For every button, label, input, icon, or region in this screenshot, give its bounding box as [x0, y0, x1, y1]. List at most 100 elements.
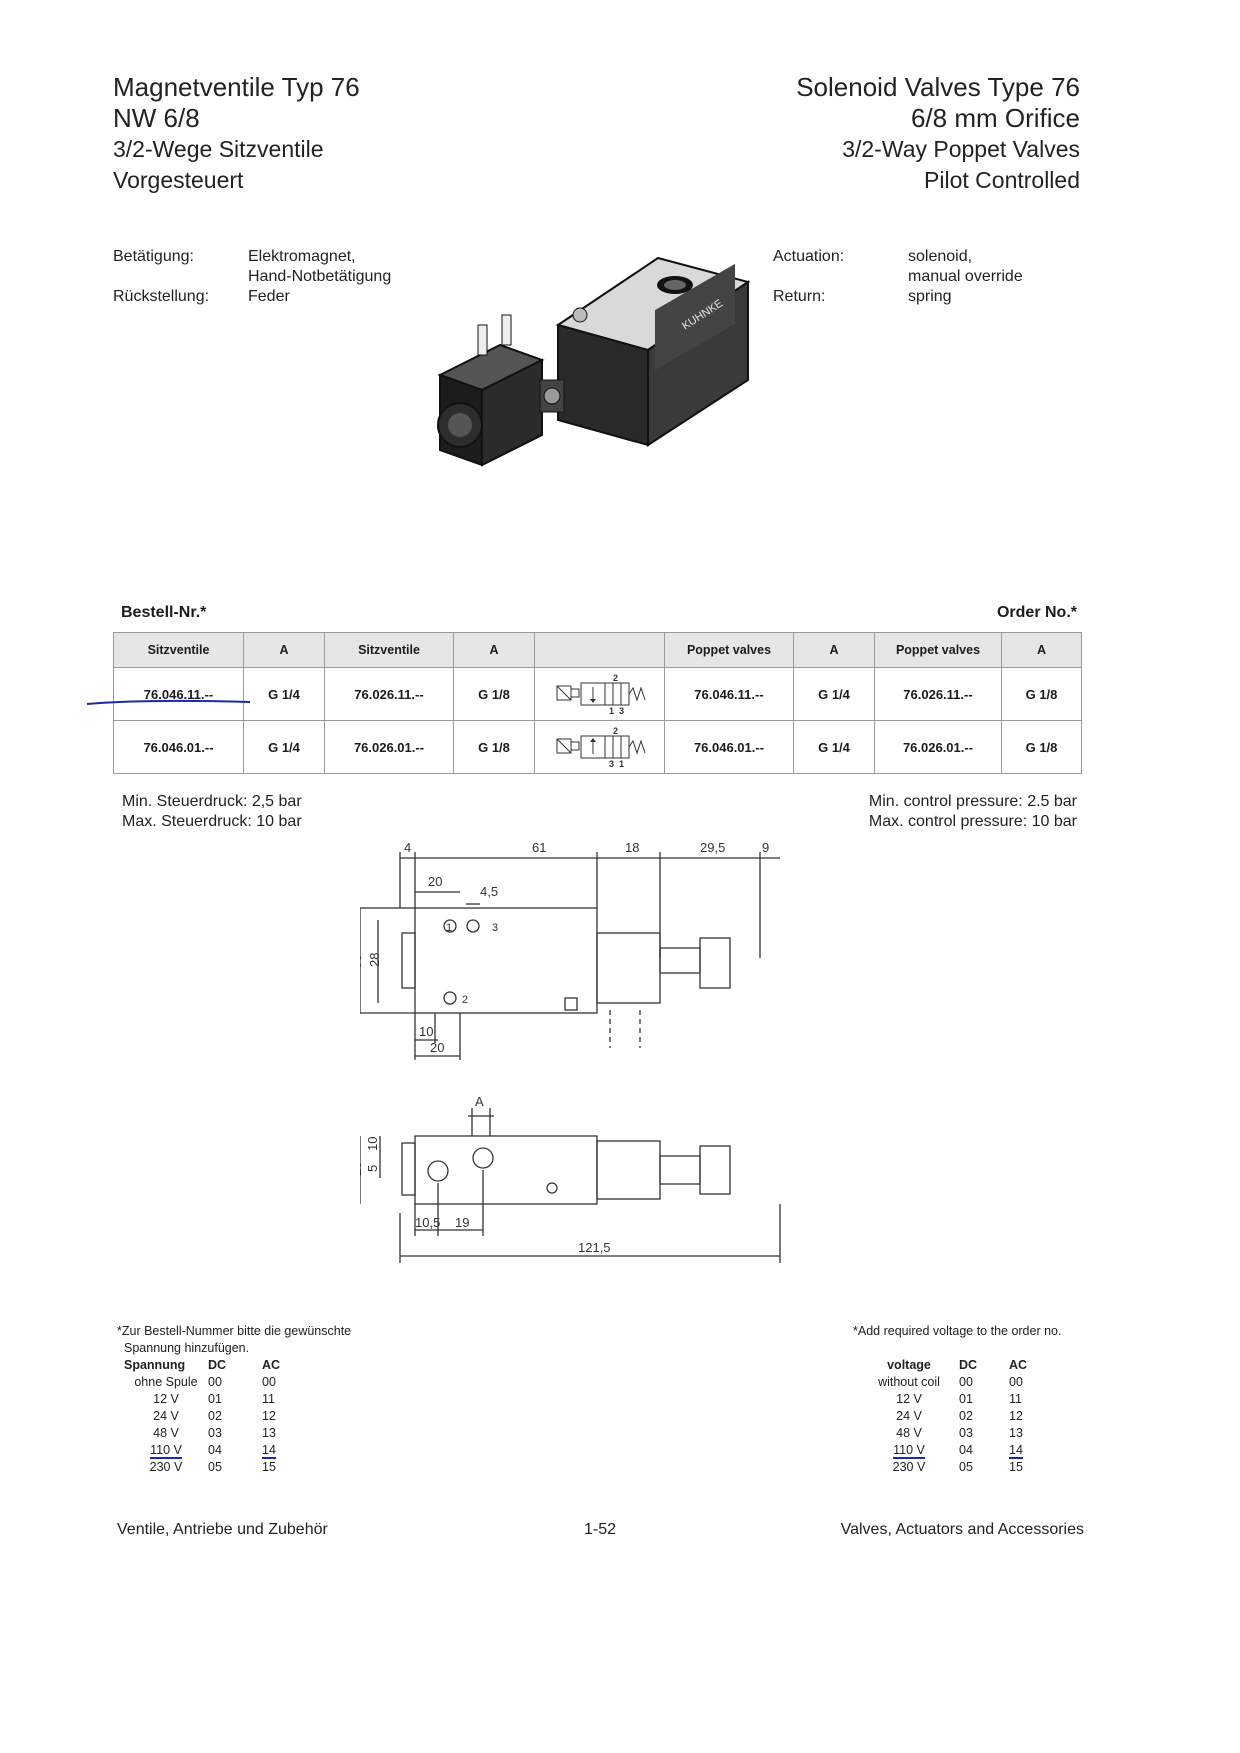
port-label: 2 [613, 673, 618, 683]
table-cell: 76.046.11.-- [113, 667, 244, 721]
dim-29-5: 29,5 [700, 840, 725, 855]
table-cell: G 1/4 [793, 667, 875, 721]
order-table-header: Sitzventile A Sitzventile A Poppet valve… [113, 632, 1082, 668]
table-cell: G 1/4 [243, 667, 325, 721]
underlined-ac-code: 14 [262, 1443, 276, 1459]
port-label: 3 [619, 706, 624, 716]
port-label: 2 [613, 726, 618, 736]
title-de-line4: Vorgesteuert [113, 167, 244, 193]
ac-header: AC [262, 1358, 281, 1372]
port-label: 1 [619, 759, 624, 769]
specs-german: Betätigung: Elektromagnet, Hand-Notbetät… [113, 247, 433, 317]
underlined-voltage: 110 V [150, 1443, 182, 1459]
valve-symbol-cell: 2 1 3 [534, 667, 665, 721]
ac-header: AC [1009, 1358, 1028, 1372]
table-cell: G 1/8 [453, 720, 535, 774]
pressure-min-de: Min. Steuerdruck: 2,5 bar [122, 793, 302, 810]
table-cell: G 1/8 [1001, 720, 1082, 774]
title-de-line2: NW 6/8 [113, 103, 200, 133]
dc-header: DC [208, 1358, 227, 1372]
port-label: 3 [609, 759, 614, 769]
dim-4-5: 4,5 [480, 884, 498, 899]
dim-61: 61 [532, 840, 546, 855]
actuation-value-en-2: manual override [908, 268, 1023, 285]
dim-5: 5 [365, 1165, 380, 1172]
actuation-value-de-1: Elektromagnet, [248, 248, 356, 265]
table-cell: G 1/8 [453, 667, 535, 721]
table-cell: G 1/4 [793, 720, 875, 774]
header-sitzventile-2: Sitzventile [324, 632, 454, 668]
port-label: 1 [609, 706, 614, 716]
dim-28: 28 [367, 953, 382, 967]
table-cell: 76.046.11.-- [664, 667, 794, 721]
voltage-english: *Add required voltage to the order no. v… [853, 1323, 1061, 1476]
dim-38: 38 [360, 955, 364, 969]
dim-20-bottom: 20 [430, 1040, 444, 1055]
underlined-voltage: 110 V [893, 1443, 925, 1459]
actuation-value-en-1: solenoid, [908, 248, 973, 265]
dim-20-top: 20 [428, 874, 442, 889]
footer-left: Ventile, Antriebe und Zubehör [117, 1521, 328, 1538]
header-symbol [534, 632, 665, 668]
dim-a: A [475, 1094, 484, 1109]
table-row: 76.046.11.-- G 1/4 76.026.11.-- G 1/8 2 … [113, 667, 1082, 721]
port-2-label: 2 [462, 994, 468, 1006]
dim-4: 4 [404, 840, 411, 855]
pressure-max-de: Max. Steuerdruck: 10 bar [122, 813, 302, 830]
voltage-german: *Zur Bestell-Nummer bitte die gewünschte… [117, 1323, 351, 1476]
header-poppet-2: Poppet valves [874, 632, 1002, 668]
header-a-2: A [453, 632, 535, 668]
dim-10-bottom: 10 [419, 1024, 433, 1039]
dim-25: 25 [360, 1162, 364, 1176]
page-number: 1-52 [584, 1521, 617, 1538]
dim-9: 9 [762, 840, 769, 855]
title-de-line1: Magnetventile Typ 76 [113, 72, 360, 102]
return-value-de: Feder [248, 288, 290, 305]
title-en-line2: 6/8 mm Orifice [910, 103, 1080, 133]
table-cell: 76.046.01.-- [664, 720, 794, 774]
valve-symbol-icon: 2 3 1 [556, 726, 645, 769]
header-a-3: A [793, 632, 875, 668]
dim-121-5: 121,5 [578, 1240, 611, 1255]
table-cell: 76.026.01.-- [324, 720, 454, 774]
title-de-line3: 3/2-Wege Sitzventile [113, 136, 324, 162]
header-a-1: A [243, 632, 325, 668]
header-poppet-1: Poppet valves [664, 632, 794, 668]
valve-symbol-cell: 2 3 1 [534, 720, 665, 774]
dim-10-side: 10 [365, 1137, 380, 1151]
dim-18: 18 [625, 840, 639, 855]
valve-symbol-icon: 2 1 3 [556, 673, 645, 716]
title-german: Magnetventile Typ 76 NW 6/8 3/2-Wege Sit… [113, 72, 360, 196]
pressure-german: Min. Steuerdruck: 2,5 bar Max. Steuerdru… [122, 792, 302, 832]
actuation-label-en: Actuation: [773, 248, 845, 265]
return-value-en: spring [908, 288, 952, 305]
table-cell: G 1/8 [1001, 667, 1082, 721]
dim-10-5: 10,5 [415, 1215, 440, 1230]
table-cell: 76.026.11.-- [874, 667, 1002, 721]
port-1-label: 1 [446, 922, 452, 934]
specs-english: Actuation: solenoid, manual override Ret… [773, 247, 1093, 317]
order-label-de: Bestell-Nr.* [121, 604, 207, 621]
pen-underline-mark [86, 699, 251, 705]
port-3-label: 3 [492, 922, 498, 934]
return-label-de: Rückstellung: [113, 288, 210, 305]
table-cell: 76.046.01.-- [113, 720, 244, 774]
title-en-line4: Pilot Controlled [924, 167, 1080, 193]
order-table: Sitzventile A Sitzventile A Poppet valve… [113, 632, 1082, 774]
return-label-en: Return: [773, 288, 826, 305]
valve-product-image: KUHNKE [437, 256, 751, 467]
footer-right: Valves, Actuators and Accessories [840, 1521, 1084, 1538]
table-row: 76.046.01.-- G 1/4 76.026.01.-- G 1/8 2 … [113, 720, 1082, 774]
dim-19: 19 [455, 1215, 469, 1230]
voltage-header: Spannung [124, 1358, 186, 1372]
